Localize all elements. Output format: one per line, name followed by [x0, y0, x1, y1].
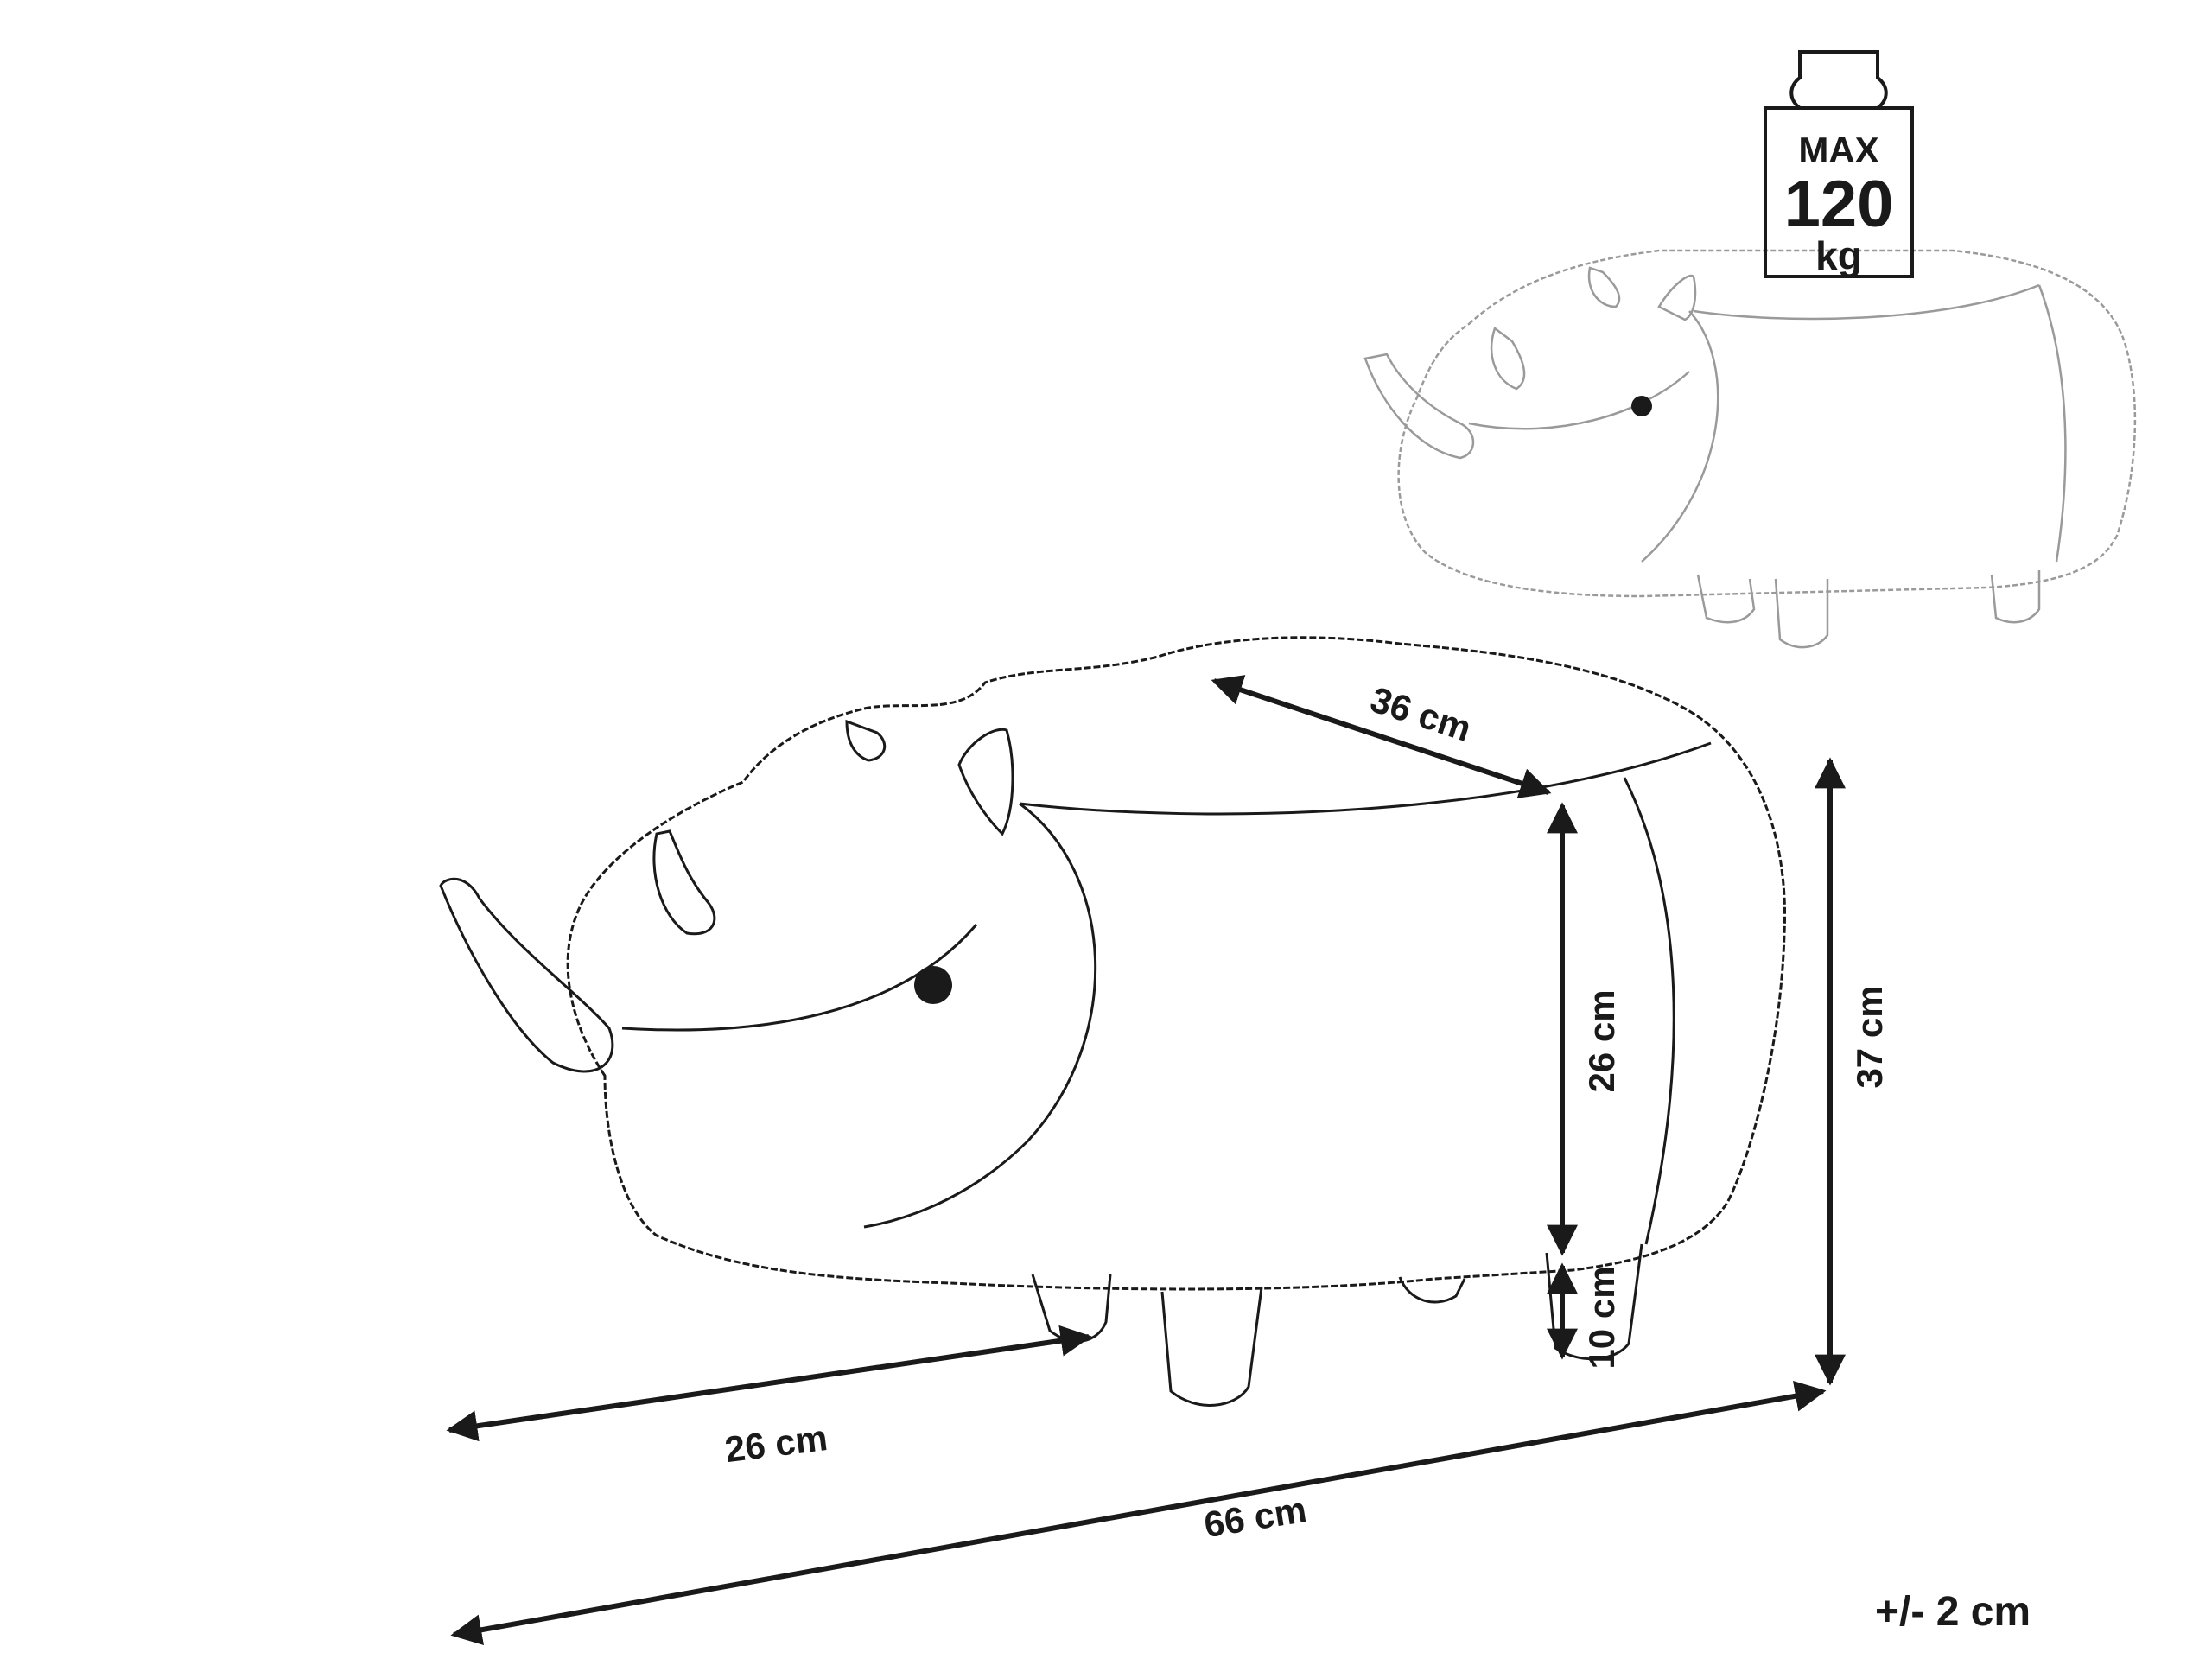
dimension-arrows — [446, 675, 1846, 1646]
label-leg-height: 10 cm — [1581, 1266, 1622, 1369]
weight-value: 120 — [1784, 168, 1894, 241]
label-depth: 26 cm — [722, 1417, 830, 1470]
small-rhino-illustration — [1363, 249, 2137, 649]
arrow-length — [450, 1380, 1827, 1646]
main-rhino-eye — [914, 966, 952, 1004]
label-total-height: 37 cm — [1849, 985, 1890, 1088]
label-body-height: 26 cm — [1581, 989, 1622, 1092]
weight-unit: kg — [1815, 233, 1862, 278]
arrow-top-width — [1211, 675, 1552, 798]
arrow-depth — [446, 1325, 1092, 1442]
weight-icon: MAX 120 kg — [1764, 50, 1914, 278]
small-rhino-eye — [1631, 396, 1652, 416]
tolerance-note: +/- 2 cm — [1875, 1589, 2031, 1635]
weight-max-label: MAX — [1798, 130, 1878, 170]
